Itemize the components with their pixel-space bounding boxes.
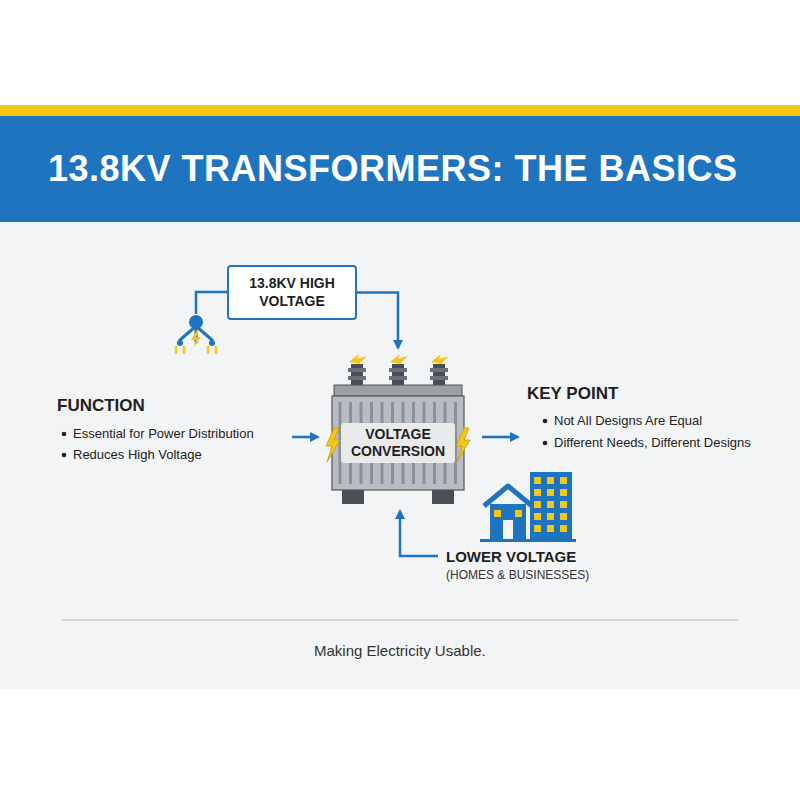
drawing-part	[348, 376, 366, 380]
bullet-text: Reduces High Voltage	[73, 447, 202, 462]
drawing-part	[534, 501, 541, 508]
drawing-part	[534, 477, 541, 484]
content-panel	[0, 222, 800, 689]
tank-lid	[334, 385, 462, 396]
connector-arrow	[357, 293, 398, 349]
lightning-bolt	[456, 428, 470, 462]
drawing-part	[389, 376, 407, 380]
drawing-part	[515, 510, 522, 517]
bushings	[348, 354, 449, 386]
drawing-part	[176, 346, 216, 354]
foot	[432, 490, 454, 504]
drawing-part	[433, 364, 445, 386]
lightning-bolt	[326, 428, 340, 462]
drawing-part	[351, 364, 363, 386]
drawing-part	[392, 364, 404, 386]
bullet-text: Essential for Power Distribution	[73, 426, 254, 441]
node-text: VOLTAGE CONVERSION	[341, 423, 455, 463]
pylon-icon	[176, 292, 232, 354]
drawing-part	[560, 477, 567, 484]
drawing-part	[480, 539, 576, 542]
drawing-part	[547, 477, 554, 484]
lower-voltage-arrow	[400, 511, 438, 556]
drawing-part	[547, 489, 554, 496]
drawing-part	[530, 472, 572, 540]
cooling-fins	[340, 402, 456, 484]
drawing-part	[534, 513, 541, 520]
tank-body	[332, 396, 464, 490]
drawing-part	[543, 441, 548, 446]
caption-text: Making Electricity Usable.	[314, 642, 486, 659]
title-band	[0, 116, 800, 222]
keypoint-arrow	[482, 436, 518, 439]
drawing-part	[191, 330, 201, 348]
drawing-part	[560, 513, 567, 520]
drawing-part	[484, 486, 532, 506]
drawing-part	[534, 525, 541, 532]
output-sublabel: (HOMES & BUSINESSES)	[446, 568, 589, 582]
drawing-part	[389, 368, 407, 372]
drawing-part	[430, 368, 448, 372]
bullet-text: Different Needs, Different Designs	[554, 435, 751, 450]
foot	[342, 490, 364, 504]
title-text: 13.8KV TRANSFORMERS: THE BASICS	[48, 148, 738, 190]
drawing-part	[349, 354, 367, 364]
voltage-source-box: 13.8KV HIGH VOLTAGE	[227, 265, 357, 320]
section-heading: FUNCTION	[57, 396, 145, 416]
drawing-part	[62, 453, 67, 458]
drawing-part	[490, 504, 526, 540]
drawing-part	[560, 501, 567, 508]
drawing-part	[430, 376, 448, 380]
drawing-part	[62, 432, 67, 437]
transformer-node: VOLTAGE CONVERSION	[322, 350, 474, 510]
function-arrow	[292, 436, 318, 439]
drawing-part	[560, 489, 567, 496]
drawing-part	[560, 525, 567, 532]
drawing-part	[431, 354, 449, 364]
drawing-part	[547, 525, 554, 532]
yellow-stripe	[0, 105, 800, 116]
drawing-part	[348, 368, 366, 372]
drawing-part	[209, 340, 215, 346]
section-heading: KEY POINT	[527, 384, 618, 404]
drawing-part	[547, 501, 554, 508]
node-text: 13.8KV HIGH VOLTAGE	[239, 275, 345, 310]
drawing-part	[503, 520, 513, 540]
drawing-part	[543, 419, 548, 424]
drawing-part	[494, 510, 501, 517]
buildings-icon	[480, 472, 576, 542]
drawing-part	[390, 354, 408, 364]
output-label: LOWER VOLTAGE	[446, 548, 576, 565]
drawing-part	[547, 513, 554, 520]
drawing-part	[534, 477, 567, 532]
drawing-part	[534, 489, 541, 496]
bullet-text: Not All Designs Are Equal	[554, 413, 702, 428]
drawing-part	[177, 340, 183, 346]
divider-line	[62, 619, 738, 621]
